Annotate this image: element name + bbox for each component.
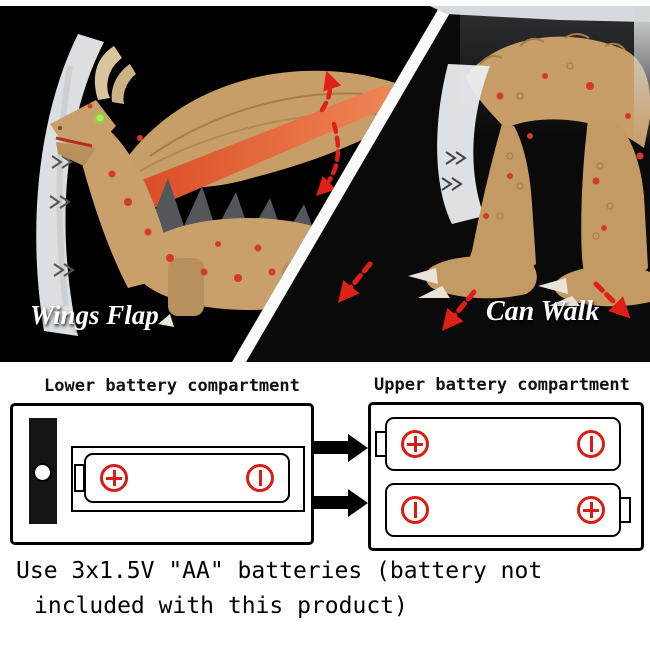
lower-battery-compartment (10, 403, 314, 545)
can-walk-caption: Can Walk (486, 296, 600, 327)
wing-flap-arrows-icon (315, 70, 342, 197)
wings-flap-caption: Wings Flap (30, 300, 159, 330)
orange-wing-blade (96, 86, 414, 220)
scale-texture (496, 62, 614, 240)
product-photo-panel: Wings Flap Can Walk (0, 6, 650, 362)
wing-texture-chevrons (441, 151, 467, 191)
glowing-eye (96, 114, 104, 122)
aa-battery (385, 483, 621, 537)
walk-direction-arrows-icon (337, 261, 631, 331)
battery-negative-icon (401, 496, 429, 524)
battery-note: Use 3x1.5V "AA" batteries (battery not i… (0, 558, 650, 619)
red-spots (483, 73, 644, 231)
dragon-leg (581, 120, 648, 280)
battery-note-line2: included with this product) (34, 593, 408, 619)
dragon-leg (466, 124, 536, 276)
battery-positive-icon (401, 430, 429, 458)
battery-slot (71, 446, 305, 512)
lower-compartment-label: Lower battery compartment (44, 376, 300, 396)
dragon-horn (94, 46, 122, 100)
wing-texture-chevrons (49, 155, 75, 277)
battery-negative-icon (246, 464, 274, 492)
battery-note-line1: Use 3x1.5V "AA" batteries (battery not (16, 558, 543, 584)
battery-positive-icon (577, 496, 605, 524)
screw-hole-icon (33, 463, 52, 482)
arrow-right-icon (314, 433, 368, 462)
aa-battery (84, 453, 290, 503)
diagonal-divider (232, 6, 454, 362)
battery-negative-icon (577, 430, 605, 458)
arrow-right-icon (314, 488, 368, 517)
upper-compartment-label: Upper battery compartment (374, 375, 630, 395)
battery-positive-icon (100, 464, 128, 492)
upper-battery-compartment (368, 402, 644, 551)
dragon-toy-illustration (0, 6, 650, 362)
aa-battery (385, 417, 621, 471)
